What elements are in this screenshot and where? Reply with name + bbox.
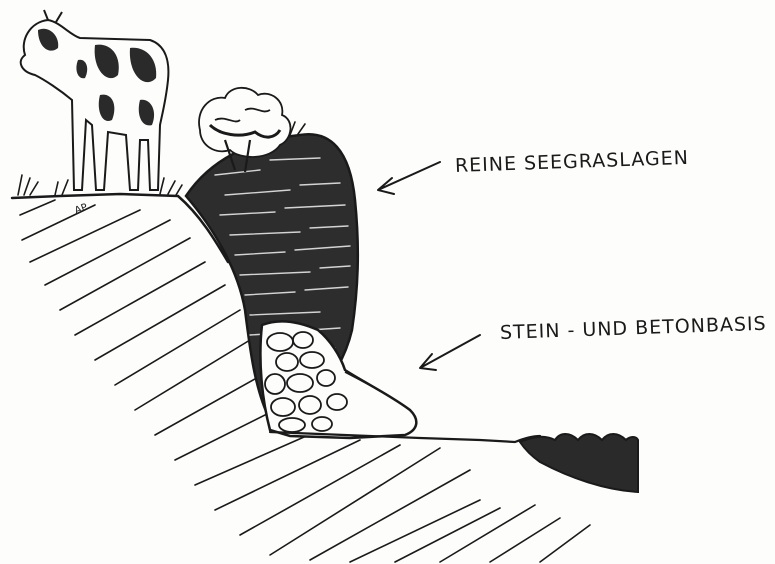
artist-signature: AP <box>73 202 89 217</box>
water-body <box>520 434 638 492</box>
arrow-to-base <box>420 335 480 370</box>
arrow-to-seagrass <box>378 162 440 194</box>
